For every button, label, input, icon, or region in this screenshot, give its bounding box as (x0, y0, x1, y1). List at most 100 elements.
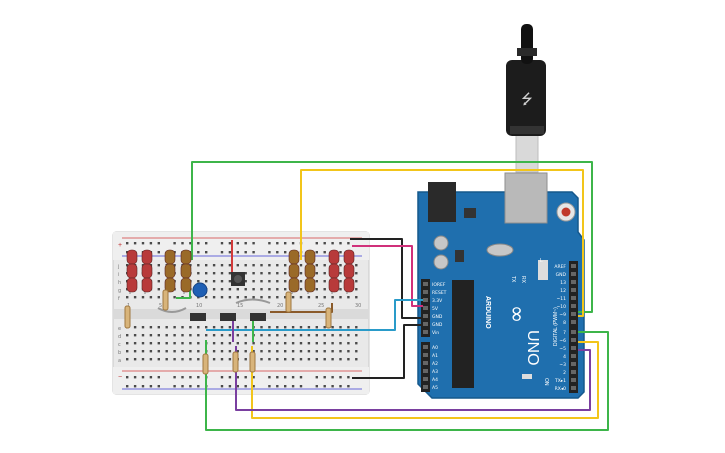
arduino-uno-board[interactable]: TX RX L ON UNO ARDUINO ∞ POWER ANALOG IN… (413, 172, 585, 399)
breadboard-hole (252, 272, 255, 275)
pin-3v3: 3.3V (432, 298, 443, 304)
breadboard-hole (276, 350, 279, 353)
pin-2: 2 (563, 370, 566, 376)
pushbutton-cap[interactable] (234, 275, 242, 283)
wire-green-jumper[interactable] (176, 288, 191, 299)
breadboard-hole (355, 288, 358, 291)
breadboard-hole (299, 342, 303, 345)
breadboard-hole (291, 358, 295, 361)
breadboard-hole (268, 326, 271, 329)
breadboard-hole (181, 385, 184, 388)
resistor-1[interactable] (124, 305, 131, 329)
breadboard-hole (307, 334, 311, 337)
breadboard-hole (212, 334, 216, 337)
resistor-7[interactable] (249, 351, 256, 373)
wire-black-bottom[interactable] (352, 324, 423, 379)
breadboard-hole (133, 326, 137, 329)
breadboard-hole (307, 296, 311, 299)
wire-black-top[interactable] (350, 238, 423, 319)
blue-capacitor[interactable] (192, 282, 208, 298)
breadboard-hole (339, 350, 342, 353)
slide-switch-2[interactable] (220, 313, 236, 321)
breadboard-hole (197, 358, 200, 361)
led (343, 263, 355, 279)
row-letter-b: b (118, 350, 121, 356)
breadboard-hole (189, 342, 192, 345)
resistor-6[interactable] (232, 351, 239, 373)
pin-5v: 5V (432, 306, 439, 312)
breadboard-hole (244, 272, 247, 275)
digital-header-label: DIGITAL (PWM~) (553, 307, 559, 346)
wire-yellow-top[interactable] (300, 169, 584, 317)
usb-cable[interactable]: ⭍ (506, 24, 546, 173)
breadboard-hole (244, 334, 247, 337)
wire-gray-2[interactable] (235, 298, 271, 304)
row-letter-c: c (118, 342, 121, 348)
breadboard-hole (126, 264, 129, 267)
header-pin (571, 312, 576, 316)
row-letter-e: e (118, 326, 121, 332)
breadboard-hole (355, 272, 358, 275)
rail-minus-label: − (118, 374, 122, 381)
breadboard-hole (268, 288, 271, 291)
resistor-4[interactable] (325, 307, 332, 329)
breadboard-hole (205, 264, 208, 267)
breadboard-hole (228, 342, 232, 345)
breadboard-hole (347, 376, 350, 379)
wire-yellow-bottom[interactable] (251, 341, 599, 419)
breadboard-hole (236, 296, 239, 299)
header-pin (571, 346, 576, 350)
breadboard-hole (165, 350, 168, 353)
wire-teal[interactable] (206, 299, 423, 331)
reset-button-cap[interactable] (561, 207, 571, 217)
resistor-5[interactable] (202, 353, 209, 375)
slide-switch-3[interactable] (250, 313, 266, 321)
breadboard-hole (228, 326, 232, 329)
pin-reset: RESET (432, 290, 447, 296)
led-group-left (126, 249, 192, 294)
breadboard-hole (212, 358, 216, 361)
wire-purple[interactable] (235, 346, 591, 411)
analog-header-label: ANALOG IN (413, 366, 418, 388)
breadboard-hole (276, 326, 279, 329)
wire-gray-1[interactable] (157, 307, 187, 313)
breadboard-hole (205, 334, 208, 337)
header-pin (571, 304, 576, 308)
digital-header-lower (569, 327, 578, 393)
led (126, 277, 138, 293)
header-pin (423, 290, 428, 294)
breadboard-hole (157, 288, 160, 291)
resistor-2[interactable] (162, 289, 169, 311)
row-letter-d: d (118, 334, 121, 340)
row-letter-j: j (117, 264, 119, 270)
header-pin (423, 353, 428, 357)
breadboard-hole (299, 264, 303, 267)
breadboard-hole (197, 334, 200, 337)
header-pin (571, 280, 576, 284)
resistor-3[interactable] (285, 291, 292, 313)
wire-green-top[interactable] (191, 161, 593, 313)
breadboard-hole (236, 334, 239, 337)
breadboard-hole (126, 376, 129, 379)
row-letter-i: i (118, 272, 119, 278)
breadboard-hole (323, 376, 326, 379)
pin-9: ~9 (559, 312, 566, 318)
breadboard-hole (173, 385, 176, 388)
breadboard-hole (347, 296, 350, 299)
breadboard-hole (315, 272, 318, 275)
breadboard-hole (276, 264, 279, 267)
pin-a1: A1 (432, 353, 438, 359)
wire-green-bottom[interactable] (205, 331, 609, 431)
breadboard-hole (291, 296, 295, 299)
breadboard-hole (268, 334, 271, 337)
breadboard-hole (228, 251, 232, 254)
breadboard-hole (284, 288, 287, 291)
breadboard-hole (212, 272, 216, 275)
breadboard-hole (315, 288, 318, 291)
wire-pink[interactable] (352, 245, 423, 307)
breadboard-hole (244, 264, 247, 267)
breadboard-hole (276, 342, 279, 345)
slide-switch-1[interactable] (190, 313, 206, 321)
breadboard-hole (220, 385, 224, 388)
breadboard-hole (284, 376, 287, 379)
